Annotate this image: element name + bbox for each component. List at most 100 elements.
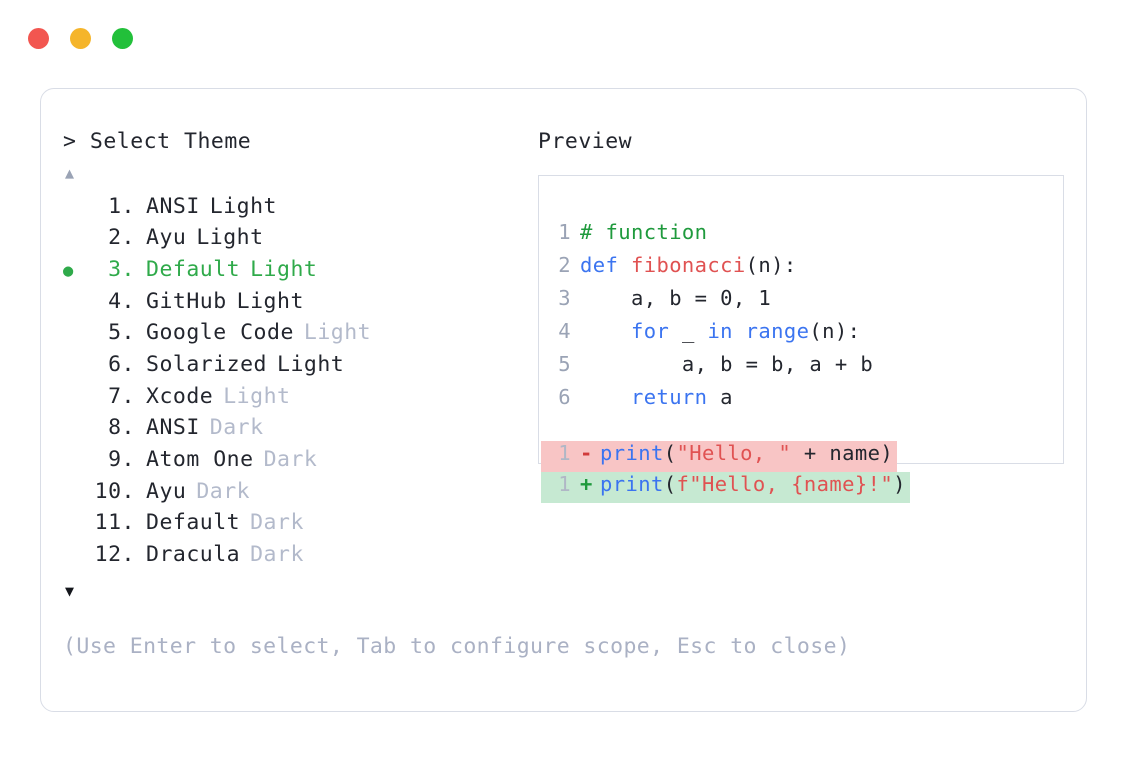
list-item-variant: Dark	[196, 478, 251, 504]
list-item[interactable]: 8. ANSI Dark	[63, 415, 533, 447]
list-item-variant: Dark	[263, 447, 318, 472]
page-title: > Select Theme	[63, 129, 252, 154]
code-line-text: def fibonacci(n):	[580, 253, 797, 277]
code-token: _	[669, 318, 708, 343]
list-item-label: Default	[146, 510, 241, 536]
list-item-index: 8.	[108, 415, 135, 441]
code-token: a, b = b, a + b	[580, 351, 874, 376]
list-item-index: 11.	[94, 510, 135, 536]
list-item-variant: Light	[277, 351, 345, 377]
list-item-index: 5.	[108, 320, 135, 346]
selection-bullet-icon: ●	[63, 260, 74, 281]
code-token: def	[580, 252, 631, 277]
code-token: for	[630, 318, 670, 343]
code-line-text: for _ in range(n):	[580, 319, 860, 343]
diff-line-text: print(f"Hello, {name}!")	[600, 472, 910, 496]
diff-block: 1-print("Hello, " + name)1+print(f"Hello…	[541, 440, 1063, 503]
code-line: 3 a, b = 0, 1	[541, 286, 1063, 319]
list-item-label: Xcode	[146, 383, 214, 409]
list-item-index: 10.	[94, 478, 135, 504]
list-item-index: 12.	[94, 542, 135, 568]
code-token: (n):	[809, 318, 861, 343]
code-token	[580, 319, 631, 343]
maximize-button[interactable]	[112, 28, 133, 49]
code-token: (	[663, 471, 677, 496]
list-item-variant: Dark	[250, 510, 304, 536]
list-item[interactable]: 6. Solarized Light	[63, 352, 533, 384]
list-item-index: 1.	[108, 193, 135, 219]
diff-marker: +	[580, 471, 593, 496]
code-line: 2 def fibonacci(n):	[541, 253, 1063, 286]
code-token: )	[893, 471, 906, 496]
list-item-variant: Light	[303, 320, 372, 346]
line-number: 4	[558, 318, 571, 343]
list-item-label: ANSI	[146, 415, 200, 441]
list-item[interactable]: 5. Google Code Light	[63, 320, 533, 352]
code-token: fibonacci	[630, 252, 746, 277]
minimize-button[interactable]	[70, 28, 91, 49]
list-item-label: Ayu	[146, 478, 187, 504]
list-item[interactable]: 1. ANSI Light	[63, 194, 533, 226]
list-item[interactable]: 10. Ayu Dark	[63, 479, 533, 511]
list-item[interactable]: 11. Default Dark	[63, 510, 533, 542]
list-item[interactable]: 7. Xcode Light	[63, 384, 533, 416]
list-item-label: Default	[146, 256, 241, 282]
code-token: (n):	[745, 252, 797, 277]
code-token: print	[600, 440, 664, 465]
diff-line-text: print("Hello, " + name)	[600, 441, 897, 465]
list-item-index: 2.	[108, 225, 135, 251]
list-item-index: 9.	[108, 447, 135, 472]
code-token: # function	[580, 219, 708, 244]
diff-line-added: 1 + print(f"Hello, {name}!")	[541, 471, 910, 503]
code-line: 4 for _ in range(n):	[541, 319, 1063, 352]
list-item-variant: Light	[250, 256, 318, 282]
code-token: range	[745, 318, 810, 343]
list-item[interactable]: 9. Atom One Dark	[63, 447, 533, 479]
list-item-label: Atom One	[146, 447, 254, 472]
list-item-label: ANSI	[146, 193, 200, 219]
code-line-text: a, b = 0, 1	[580, 286, 771, 310]
list-item-variant: Light	[223, 383, 291, 409]
code-token: + name)	[791, 440, 894, 465]
list-item-index: 3.	[108, 256, 135, 282]
code-line: 1# function	[541, 220, 1063, 253]
list-item-label: Google Code	[146, 320, 294, 346]
code-line: 6 return a	[541, 385, 1063, 418]
preview-label: Preview	[538, 129, 633, 154]
code-token	[580, 385, 631, 409]
diff-line-removed: 1-print("Hello, " + name)	[541, 440, 898, 472]
list-item-variant: Light	[236, 288, 304, 314]
line-number: 6	[558, 384, 571, 409]
list-item-index: 6.	[108, 351, 135, 377]
code-token: "Hello, "	[676, 440, 792, 465]
code-token: a	[707, 384, 733, 409]
line-number: 3	[558, 285, 571, 310]
list-item-variant: Dark	[250, 542, 304, 568]
list-item-variant: Light	[196, 225, 264, 251]
list-item[interactable]: ● 3. Default Light	[63, 257, 533, 289]
scroll-up-icon[interactable]: ▲	[65, 163, 75, 182]
list-item-label: GitHub	[146, 288, 227, 314]
code-token: (	[663, 440, 677, 465]
code-token: a, b = 0, 1	[580, 285, 772, 310]
line-number: 2	[558, 252, 571, 277]
list-item-variant: Light	[209, 193, 278, 219]
list-item-variant: Dark	[209, 415, 264, 441]
code-token: f"Hello, {name}!"	[676, 471, 894, 496]
code-line-text: return a	[580, 385, 733, 409]
list-item-label: Solarized	[146, 351, 267, 377]
diff-marker: -	[580, 440, 593, 465]
line-number: 1	[558, 471, 571, 496]
list-item-index: 7.	[108, 383, 135, 409]
scroll-down-icon[interactable]: ▼	[65, 581, 75, 600]
close-button[interactable]	[28, 28, 49, 49]
code-token: return	[630, 384, 708, 409]
code-token: print	[600, 471, 664, 496]
